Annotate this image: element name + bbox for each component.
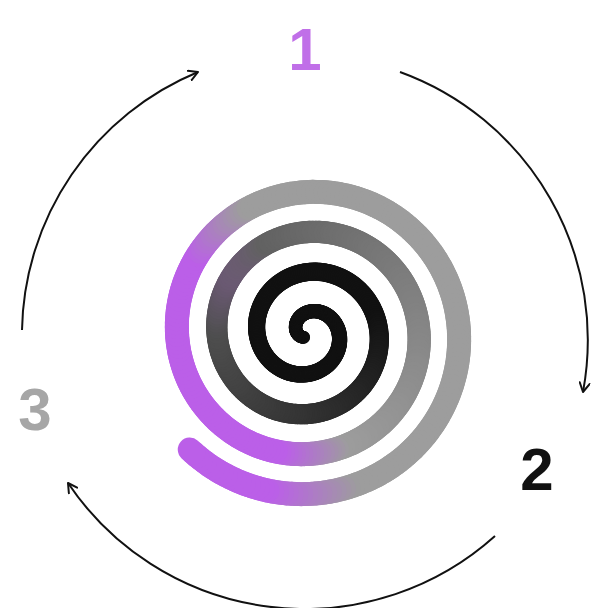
step-number: 1 — [288, 20, 321, 80]
step-number: 3 — [18, 380, 51, 440]
spiral-illustration — [177, 192, 459, 494]
cycle-arrow — [68, 483, 495, 608]
cycle-arrow — [22, 72, 198, 330]
spiral-segment — [190, 450, 194, 453]
cycle-arrow — [400, 72, 588, 392]
step-number: 2 — [520, 440, 553, 500]
